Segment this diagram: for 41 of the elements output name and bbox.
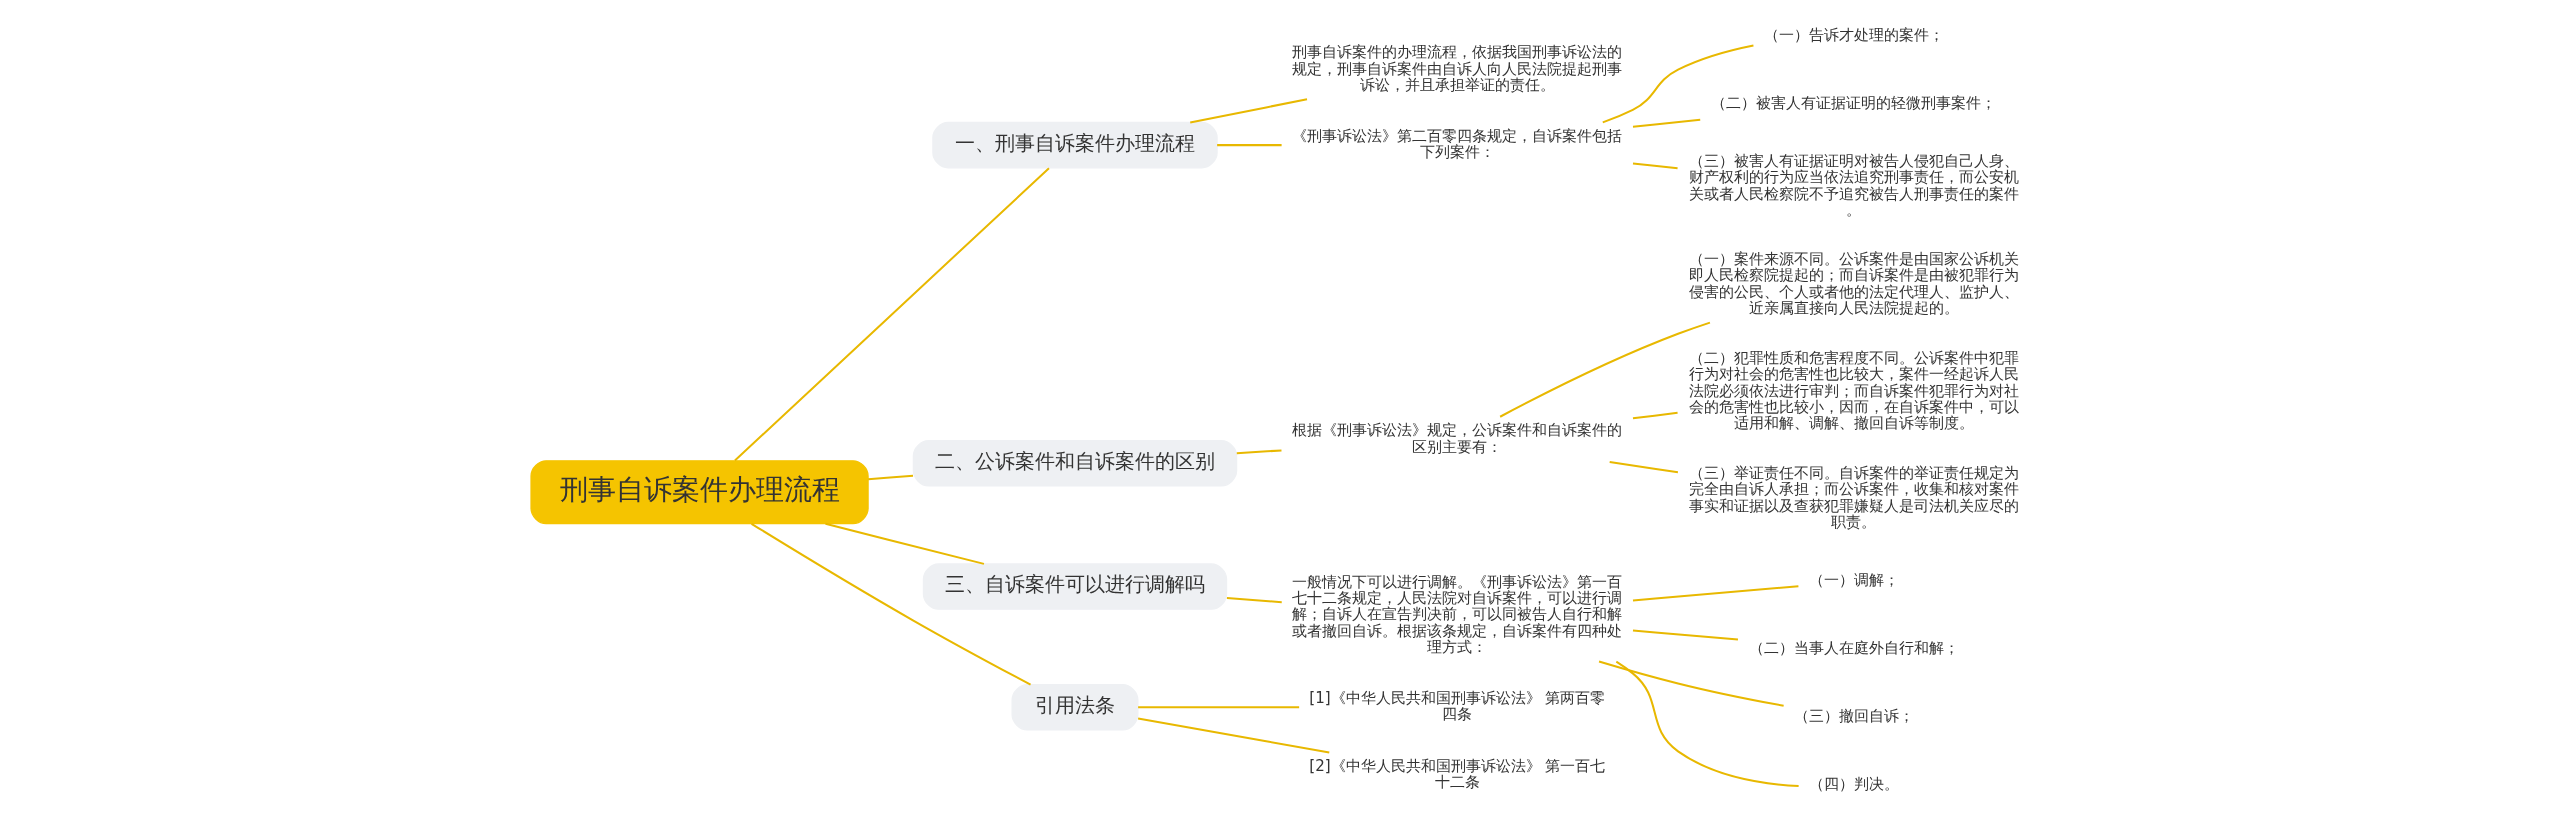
- connector: [1138, 706, 1300, 709]
- node-box: 二、公诉案件和自诉案件的区别: [912, 440, 1238, 487]
- connector: [734, 167, 1050, 462]
- connector: [751, 522, 1032, 686]
- connector: [1190, 98, 1308, 124]
- node-box: 引用法条: [1011, 684, 1139, 731]
- node-box: 刑事自诉案件办理流程: [530, 460, 869, 525]
- node-text: 根据《刑事诉讼法》规定，公诉案件和自诉案件的区别主要有：: [1292, 421, 1623, 456]
- connector: [1137, 717, 1330, 754]
- node-text: （一）告诉才处理的案件；: [1763, 25, 1944, 44]
- node-text: 一般情况下可以进行调解。《刑事诉讼法》第一百七十二条规定，人民法院对自诉案件，可以进行调解；自诉人在宣告判决前，可以同被告人自行和解或者撤回自诉。根据该条规定，自诉案件有四种处理方式：: [1292, 572, 1623, 657]
- node-text: （一）调解；: [1808, 571, 1899, 590]
- node-text: （三）撤回自诉；: [1793, 707, 1914, 726]
- node-text: 《刑事诉讼法》第二百零四条规定，自诉案件包括下列案件：: [1292, 126, 1623, 162]
- node-text: （三）被害人有证据证明对被告人侵犯自己人身、财产权利的行为应当依法追究刑事责任，而公安机关或者人民检察院不予追究被告人刑事责任的案件。: [1688, 152, 2019, 220]
- connector: [1632, 585, 1799, 602]
- node-text: （三）举证责任不同。自诉案件的举证责任规定为完全由自诉人承担；而公诉案件，收集和核对案件事实和证据以及查获犯罪嫌疑人是司法机关应尽的职责。: [1688, 463, 2019, 531]
- connector: [1615, 660, 1799, 788]
- connector: [1499, 321, 1711, 418]
- connector: [1226, 597, 1282, 604]
- node-box: 三、自诉案件可以进行调解吗: [922, 563, 1228, 610]
- connector: [825, 522, 985, 565]
- connector: [1609, 461, 1679, 474]
- connector: [1632, 411, 1678, 420]
- node-box: 一、刑事自诉案件办理流程: [932, 121, 1218, 169]
- node-text: [1]《中华人民共和国刑事诉讼法》 第两百零四条: [1309, 689, 1606, 724]
- connector: [1217, 144, 1282, 147]
- connector: [1236, 449, 1282, 455]
- connector: [1602, 44, 1754, 124]
- node-text: （二）当事人在庭外自行和解；: [1748, 639, 1959, 658]
- connector: [1632, 162, 1678, 170]
- connector: [1632, 118, 1701, 128]
- node-text: （二）犯罪性质和危害程度不同。公诉案件中犯罪行为对社会的危害性也比较大，案件一经起诉人民法院必须依法进行审判；而自诉案件犯罪行为对社会的危害性也比较小，因而，在自诉案件中，可以适用和解、调解、撤回自诉等制度。: [1688, 348, 2019, 433]
- node-text: （一）案件来源不同。公诉案件是由国家公诉机关即人民检察院提起的；而自诉案件是由被犯罪行为侵害的公民、个人或者他的法定代理人、监护人、近亲属直接向人民法院提起的。: [1688, 250, 2019, 318]
- connector: [1632, 629, 1739, 641]
- connector: [868, 474, 914, 481]
- node-text: [2]《中华人民共和国刑事诉讼法》 第一百七十二条: [1309, 756, 1606, 792]
- node-text: （四）判决。: [1808, 775, 1899, 794]
- node-text: 刑事自诉案件的办理流程，依据我国刑事诉讼法的规定，刑事自诉案件由自诉人向人民法院提起刑事诉讼，并且承担举证的责任。: [1292, 43, 1623, 94]
- node-text: （二）被害人有证据证明的轻微刑事案件；: [1711, 93, 1997, 112]
- connector: [1598, 660, 1784, 707]
